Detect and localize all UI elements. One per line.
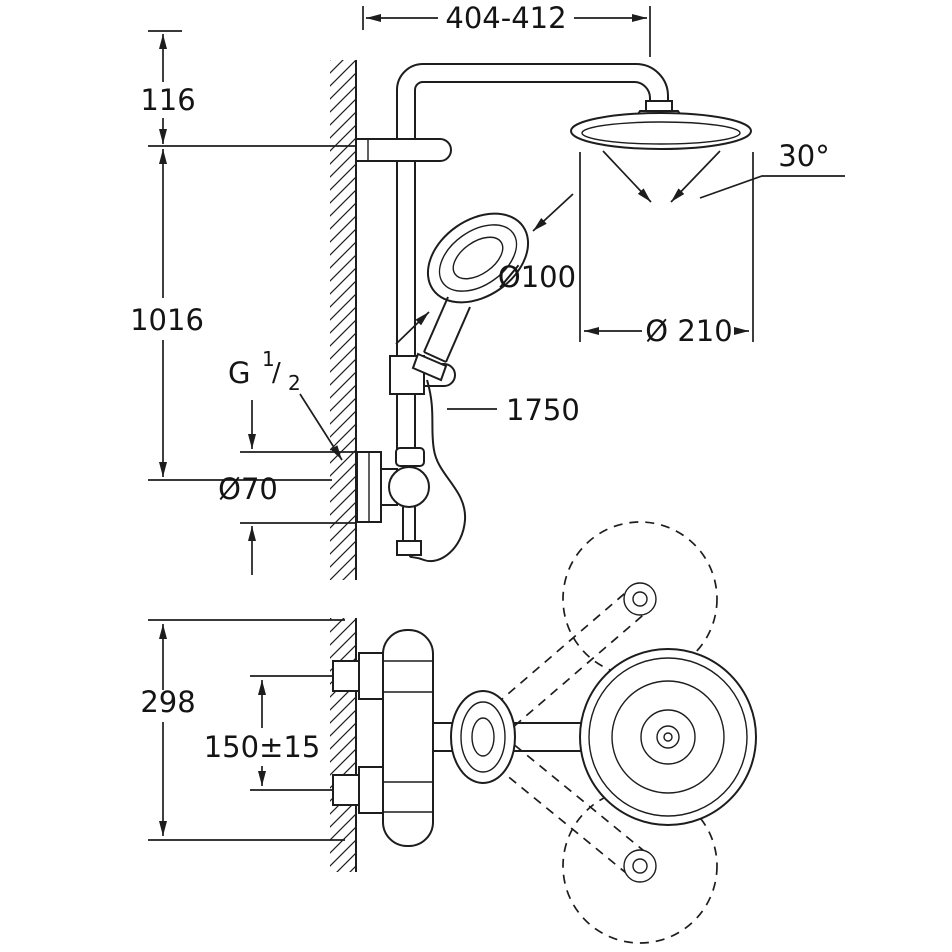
- top-width-label: 404-412: [445, 1, 566, 35]
- wall-section-lower: [330, 618, 357, 872]
- head-diameter-label: Ø 210: [645, 314, 732, 348]
- thermostat-valve-front: [332, 629, 434, 847]
- thread-slash: /: [272, 358, 281, 388]
- shower-riser-pipe: [396, 63, 669, 452]
- head-shower-front: [579, 648, 757, 826]
- thermostat-valve-side: [356, 447, 430, 556]
- dimension-connection-spacing: 150±15: [204, 675, 352, 791]
- hose-length-label: 1750: [506, 393, 580, 427]
- escutcheon-diameter-label: Ø70: [218, 472, 278, 506]
- thread-letter: G: [228, 356, 250, 390]
- height-1016-label: 1016: [130, 303, 204, 337]
- offset-116-label: 116: [140, 83, 195, 117]
- hand-diameter-label: Ø100: [498, 260, 576, 294]
- hand-shower-icon: [411, 212, 530, 382]
- head-shower-icon: [570, 100, 752, 150]
- supply-connection-top: [332, 652, 384, 700]
- spray-angle-label: 30°: [778, 139, 829, 173]
- connection-spacing-label: 150±15: [204, 730, 321, 764]
- thread-size-label: G 1 / 2: [228, 347, 343, 461]
- dimension-offset-116: 116: [140, 30, 356, 147]
- height-298-label: 298: [140, 685, 195, 719]
- wall-section-upper: [330, 60, 357, 580]
- wall-bracket: [355, 138, 452, 162]
- dimension-height-1016: 1016: [130, 149, 332, 481]
- thread-denominator: 2: [288, 371, 301, 395]
- dimension-head-diameter: Ø 210: [579, 152, 754, 348]
- supply-connection-bottom: [332, 766, 384, 814]
- dimension-hose-length: 1750: [447, 393, 580, 427]
- dimension-escutcheon-diameter: Ø70: [218, 400, 356, 575]
- dimension-hand-diameter: Ø100: [395, 193, 576, 345]
- dimension-top-width: 404-412: [362, 1, 651, 57]
- thread-numerator: 1: [262, 347, 275, 371]
- dimension-height-298: 298: [140, 619, 345, 841]
- shower-hose: [409, 379, 467, 563]
- spray-angle-indicator: 30°: [602, 139, 845, 203]
